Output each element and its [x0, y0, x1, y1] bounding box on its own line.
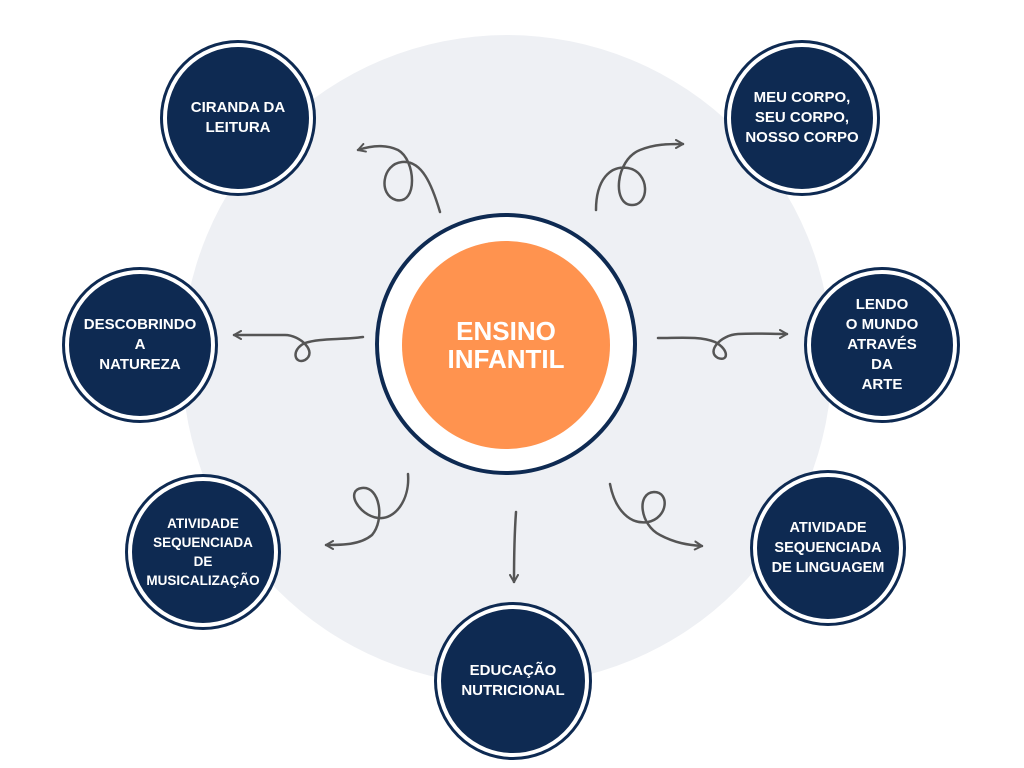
curly-arrow-icon — [656, 328, 789, 361]
node-lendo-o-mundo: LENDO O MUNDO ATRAVÉS DA ARTE — [807, 270, 957, 420]
curly-arrow-icon — [594, 139, 685, 212]
curly-arrow-icon — [232, 330, 365, 363]
node-label: CIRANDA DA LEITURA — [190, 99, 286, 136]
node-musicalizacao: ATIVIDADE SEQUENCIADA DE MUSICALIZAÇÃO — [128, 477, 278, 627]
node-label: DESCOBRINDO A NATUREZA — [83, 316, 197, 373]
curly-arrow-icon — [356, 142, 442, 214]
node-meu-corpo: MEU CORPO, SEU CORPO, NOSSO CORPO — [727, 43, 877, 193]
center-node: ENSINO INFANTIL — [402, 241, 610, 449]
node-label: MEU CORPO, SEU CORPO, NOSSO CORPO — [745, 89, 859, 146]
node-label: ATIVIDADE SEQUENCIADA DE MUSICALIZAÇÃO — [146, 516, 260, 588]
curly-arrow-icon — [324, 472, 410, 550]
curly-arrow-icon — [608, 482, 704, 551]
node-ciranda-da-leitura: CIRANDA DA LEITURA — [163, 43, 313, 193]
node-linguagem: ATIVIDADE SEQUENCIADA DE LINGUAGEM — [753, 473, 903, 623]
node-label: EDUCAÇÃO NUTRICIONAL — [461, 662, 565, 699]
node-label: ATIVIDADE SEQUENCIADA DE LINGUAGEM — [771, 520, 885, 576]
node-descobrindo-a-natureza: DESCOBRINDO A NATUREZA — [65, 270, 215, 420]
node-label: LENDO O MUNDO ATRAVÉS DA ARTE — [845, 296, 919, 393]
curly-arrow-icon — [509, 510, 520, 584]
center-label: ENSINO INFANTIL — [447, 316, 565, 374]
node-educacao-nutricional: EDUCAÇÃO NUTRICIONAL — [437, 605, 589, 757]
